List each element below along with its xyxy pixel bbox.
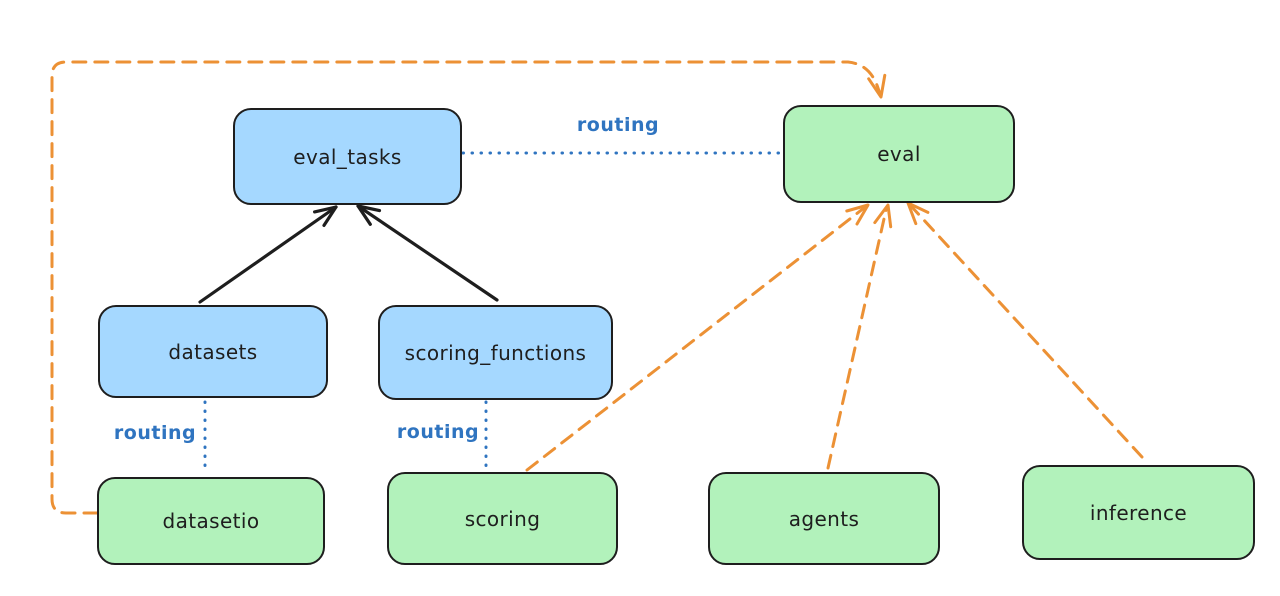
node-scoring-label: scoring — [464, 506, 541, 531]
edge-agents-to-eval — [826, 208, 888, 470]
node-scoring_functions: scoring_functions — [378, 305, 613, 400]
node-inference-label: inference — [1089, 500, 1188, 525]
edge-datasets-to-eval_tasks — [198, 205, 338, 304]
node-scoring: scoring — [387, 472, 618, 565]
arrowhead-scoring-to-eval — [845, 203, 870, 226]
node-scoring_functions-label: scoring_functions — [404, 340, 587, 365]
solid-arrow-group — [198, 204, 499, 304]
arrowhead-inference-to-eval — [906, 201, 930, 226]
edge-inference-to-eval — [909, 204, 1144, 459]
node-eval_tasks-label: eval_tasks — [293, 144, 402, 169]
dotted-routing-group — [203, 151, 786, 476]
dashed-arrow-group — [50, 60, 1144, 515]
arrowhead-agents-to-eval — [873, 203, 893, 229]
node-agents-label: agents — [788, 506, 860, 531]
edge-scoring_functions-to-eval_tasks — [356, 204, 499, 302]
arrowhead-datasetio-to-eval — [867, 73, 887, 99]
arrowhead-datasets-to-eval_tasks — [313, 205, 338, 227]
node-datasets: datasets — [98, 305, 328, 398]
routing-label-datasets-datasetio: routing — [113, 422, 197, 444]
routing-label-eval_tasks-eval: routing — [576, 114, 660, 136]
edge-scoring-to-eval — [525, 206, 866, 472]
node-eval: eval — [783, 105, 1015, 203]
node-datasetio-label: datasetio — [162, 509, 260, 533]
node-eval_tasks: eval_tasks — [233, 108, 462, 205]
routing-label-scoring_functions-scoring: routing — [396, 421, 480, 443]
node-agents: agents — [708, 472, 940, 565]
node-datasetio: datasetio — [97, 477, 325, 565]
edge-datasetio-to-eval — [50, 60, 882, 515]
node-inference: inference — [1022, 465, 1255, 560]
arrowhead-scoring_functions-to-eval_tasks — [356, 204, 382, 226]
node-datasets-label: datasets — [168, 339, 258, 364]
node-eval-label: eval — [877, 142, 921, 166]
